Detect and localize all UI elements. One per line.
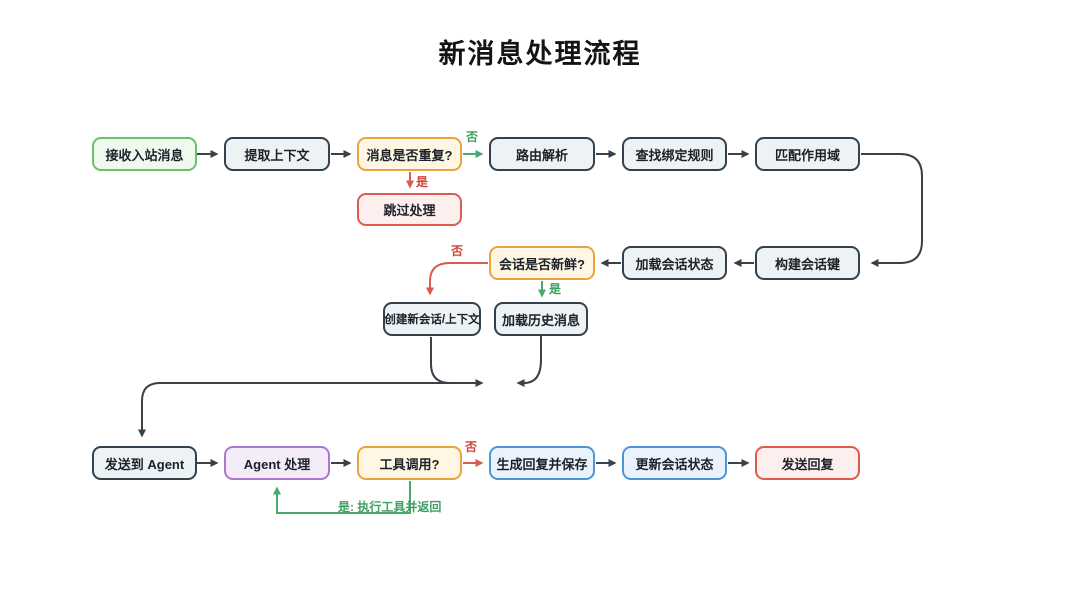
node-update-session-state: 更新会话状态 [622,446,727,480]
node-find-binding-rules: 查找绑定规则 [622,137,727,171]
node-send-to-agent: 发送到 Agent [92,446,197,480]
node-is-session-fresh: 会话是否新鲜? [489,246,595,280]
edge-label-tool-yes: 是: 执行工具并返回 [338,500,442,514]
edge-label-fresh-no: 否 [451,244,464,258]
edge-label-fresh-yes: 是 [549,282,562,296]
node-match-scope: 匹配作用域 [755,137,860,171]
edge-label-duplicate-no: 否 [466,130,479,144]
node-load-history-messages: 加载历史消息 [494,302,588,336]
node-extract-context: 提取上下文 [224,137,330,171]
edge-label-duplicate-yes: 是 [416,175,429,189]
node-build-session-key: 构建会话键 [755,246,860,280]
edge-fresh-newsession-no [426,262,488,296]
edge-toolcall-agentproc-yes [273,481,411,514]
node-create-new-session-context: 创建新会话/上下文 [383,302,481,336]
node-skip-processing: 跳过处理 [357,193,462,226]
diagram-title: 新消息处理流程 [438,39,642,69]
edge-newsession-merge [430,337,484,387]
node-route-parsing: 路由解析 [489,137,595,171]
node-tool-call: 工具调用? [357,446,462,480]
edge-label-tool-no: 否 [465,440,478,454]
edge-loadhistory-merge [516,336,542,387]
node-agent-processing: Agent 处理 [224,446,330,480]
node-generate-reply-and-save: 生成回复并保存 [489,446,595,480]
node-is-message-duplicate: 消息是否重复? [357,137,462,171]
node-receive-inbound-message: 接收入站消息 [92,137,197,171]
edge-merge-sendagent [138,382,482,438]
node-load-session-state: 加载会话状态 [622,246,727,280]
node-send-reply: 发送回复 [755,446,860,480]
edge-scope-buildkey [861,153,923,267]
